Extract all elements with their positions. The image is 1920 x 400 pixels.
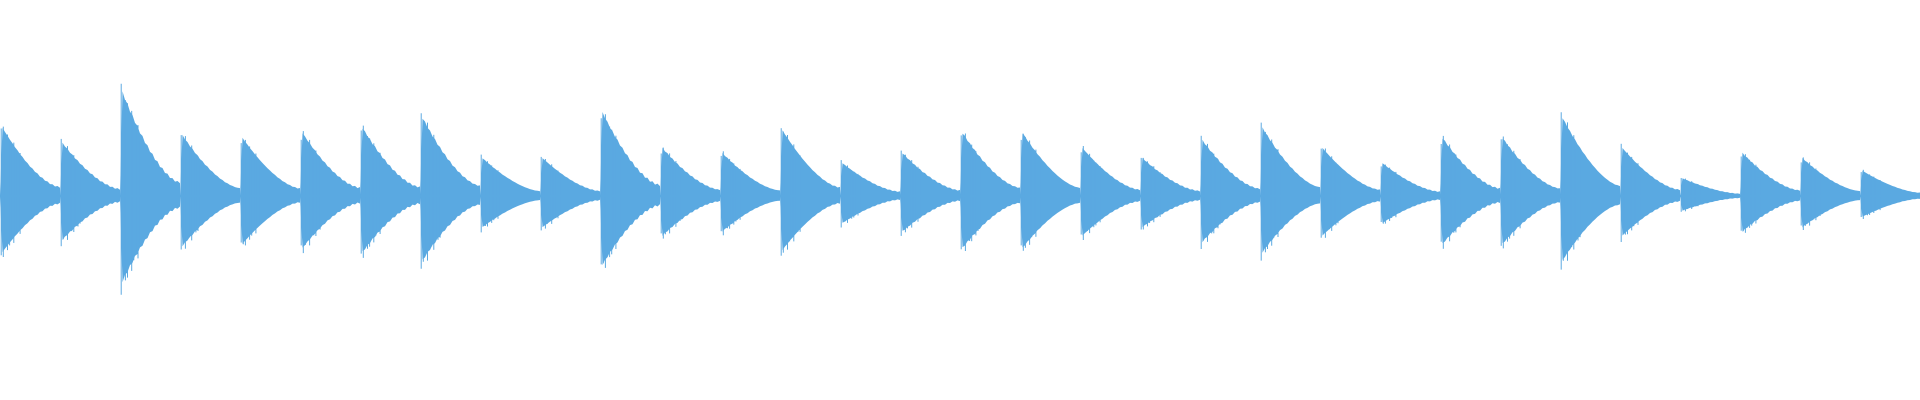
waveform-segment xyxy=(1020,133,1080,248)
waveform-segment xyxy=(900,153,960,231)
waveform-segment xyxy=(1680,178,1740,211)
waveform-segment xyxy=(1080,148,1140,236)
waveform-segment xyxy=(360,128,420,252)
waveform-segment xyxy=(780,130,840,251)
waveform-segment xyxy=(1860,170,1920,217)
waveform-segment xyxy=(720,152,780,232)
waveform-segment xyxy=(1620,148,1680,236)
waveform-segment xyxy=(0,127,60,253)
waveform-segment xyxy=(1440,138,1500,244)
waveform-segment xyxy=(1740,152,1800,232)
waveform-segment xyxy=(1500,138,1560,244)
waveform-segment xyxy=(60,142,120,240)
waveform-segment xyxy=(120,91,180,283)
waveform-segment xyxy=(480,158,540,227)
waveform-segment xyxy=(1380,163,1440,223)
waveform-segment xyxy=(600,112,660,266)
waveform-segment xyxy=(180,134,240,247)
waveform-segment xyxy=(420,118,480,260)
waveform-segments xyxy=(0,83,1920,295)
waveform-segment xyxy=(1320,147,1380,236)
waveform-segment xyxy=(840,163,900,223)
waveform-segment xyxy=(1560,118,1620,260)
waveform-segment xyxy=(540,158,600,228)
waveform-segment xyxy=(240,137,300,244)
waveform-segment xyxy=(300,133,360,248)
waveform-segment xyxy=(1140,157,1200,228)
waveform-segment xyxy=(660,147,720,236)
waveform-segment xyxy=(960,133,1020,248)
waveform-segment xyxy=(1200,139,1260,243)
waveform-segment xyxy=(1800,157,1860,228)
waveform-segment xyxy=(1260,127,1320,253)
